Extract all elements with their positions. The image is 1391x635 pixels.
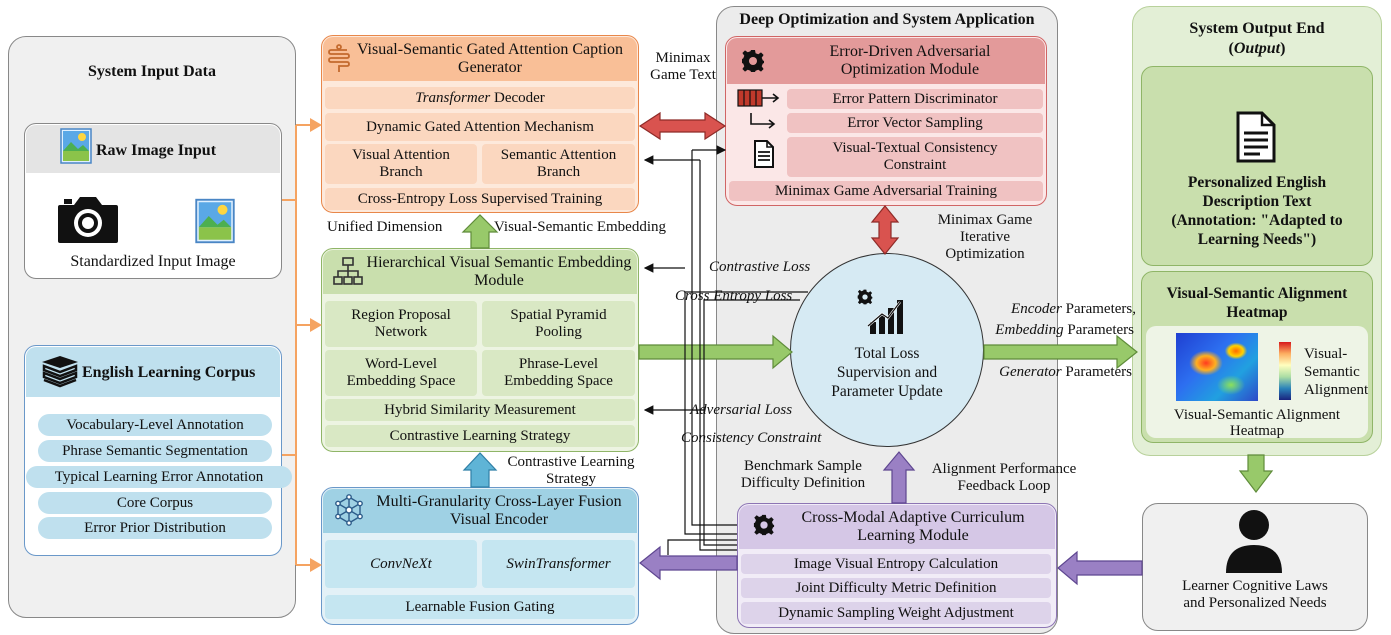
gear-icon [742,50,764,72]
cross-entropy-training: Cross-Entropy Loss Supervised Training [325,188,635,210]
dynamic-sampling-weight: Dynamic Sampling Weight Adjustment [741,602,1051,624]
arrow-output-to-learner [1238,454,1274,493]
hierarchy-icon [333,257,363,285]
visual-semantic-embedding-label: Visual-Semantic Embedding [494,219,666,235]
learner-label: Learner Cognitive Laws and Personalized … [1182,578,1328,611]
error-vector-sampling: Error Vector Sampling [787,113,1043,133]
cross-entropy-loss-label: Cross Entropy Loss [675,288,793,304]
total-loss-label: Total Loss Supervision and Parameter Upd… [831,345,943,400]
learnable-fusion-gating: Learnable Fusion Gating [325,595,635,619]
generator-params-label: Generator Parameters [974,364,1132,381]
arrow-embedding-to-caption [461,214,499,249]
contrastive-strategy-label: Contrastive Learning Strategy [507,454,635,487]
camera-icon [58,197,118,243]
contrastive-loss-label: Contrastive Loss [709,259,811,275]
embedding-params-label: Embedding Parameters [966,322,1134,339]
embedding-header [323,250,637,294]
gear-small-icon [857,289,873,305]
system-output-title: System Output End [1189,20,1325,37]
system-output-subtitle: (Output) [1228,40,1286,57]
corpus-item-4: Core Corpus [38,492,272,514]
dynamic-gated-attention: Dynamic Gated Attention Mechanism [325,113,635,141]
learner-person-icon [1226,510,1282,573]
visual-textual-consistency: Visual-Textual Consistency Constraint [787,137,1043,177]
embedding-title: Hierarchical Visual Semantic Embedding M… [366,254,632,289]
encoder-params-italic: Encoder [1011,301,1062,317]
books-icon [42,356,78,388]
adversarial-title: Error-Driven Adversarial Optimization Mo… [829,43,991,78]
generator-params-rest: Parameters [1061,364,1132,380]
encoder-title: Multi-Granularity Cross-Layer Fusion Vis… [376,493,622,528]
corpus-item-5: Error Prior Distribution [38,517,272,539]
standardized-image-caption: Standardized Input Image [70,253,236,270]
decoder-label: Decoder [490,89,545,106]
picture-icon [60,128,92,164]
generator-icon [328,44,350,72]
embedding-params-rest: Parameters [1063,322,1134,338]
caption-generator-title: Visual-Semantic Gated Attention Caption … [356,41,624,76]
consistency-constraint-label: Consistency Constraint [681,430,822,446]
total-loss-circle [790,253,984,447]
discriminator-icon [737,89,780,107]
bar-chart-icon [867,300,903,334]
personalized-description: Personalized English Description Text (A… [1171,174,1343,248]
text-document-icon [1236,111,1276,163]
document-icon [754,140,774,168]
arrow-caption-adversarial [638,111,727,141]
adversarial-header [727,38,1045,84]
phrase-level-embedding: Phrase-Level Embedding Space [482,350,635,396]
output-italic: Output [1233,40,1281,57]
arrow-learner-to-curriculum [1057,550,1143,586]
minimax-iterative-label: Minimax Game Iterative Optimization [937,212,1033,262]
benchmark-label: Benchmark Sample Difficulty Definition [740,458,866,491]
encoder-header [323,489,637,533]
encoder-params-rest: Parameters, [1061,301,1136,317]
contrastive-learning-strategy-row: Contrastive Learning Strategy [325,425,635,447]
heatmap-title: Visual-Semantic Alignment Heatmap [1166,285,1348,321]
corpus-item-3: Typical Learning Error Annotation [26,466,292,488]
corpus-item-2: Phrase Semantic Segmentation [38,440,272,462]
visual-entropy-calc: Image Visual Entropy Calculation [741,554,1051,574]
unified-dimension-label: Unified Dimension [327,219,443,235]
error-pattern-discriminator: Error Pattern Discriminator [787,89,1043,109]
raw-image-title: Raw Image Input [96,142,217,159]
heatmap-caption: Visual-Semantic Alignment Heatmap [1173,407,1341,439]
description-text-box [1141,66,1373,266]
system-input-title: System Input Data [87,63,216,80]
convnext-branch: ConvNeXt [325,540,477,588]
minimax-game-text-label: Minimax Game Text [650,50,716,83]
alignment-feedback-label: Alignment Performance Feedback Loop [931,461,1077,494]
transformer-decoder: Transformer Decoder [325,87,635,109]
network-icon [335,494,363,526]
adversarial-loss-label: Adversarial Loss [690,402,793,418]
corpus-item-1: Vocabulary-Level Annotation [38,414,272,436]
heatmap-image [1176,333,1258,401]
word-level-embedding: Word-Level Embedding Space [325,350,477,396]
spatial-pyramid-pooling: Spatial Pyramid Pooling [482,301,635,347]
encoder-params-label: Encoder Parameters, [976,301,1136,318]
embedding-params-italic: Embedding [995,322,1064,338]
curriculum-title: Cross-Modal Adaptive Curriculum Learning… [801,509,1025,544]
arrow-encoder-to-embedding [462,452,498,488]
minimax-adversarial-training: Minimax Game Adversarial Training [729,181,1043,201]
joint-difficulty-metric: Joint Difficulty Metric Definition [741,578,1051,598]
return-arrow-icon [750,113,776,129]
hybrid-similarity: Hybrid Similarity Measurement [325,399,635,421]
gear-icon-2 [753,514,775,536]
caption-generator-header [323,37,637,81]
corpus-title: English Learning Corpus [82,364,256,381]
region-proposal-network: Region Proposal Network [325,301,477,347]
transformer-label: Transformer [415,89,491,106]
standardized-image-icon [195,198,235,244]
deep-optimization-title: Deep Optimization and System Application [739,11,1035,28]
semantic-attention-branch: Semantic Attention Branch [482,144,635,184]
swin-transformer-branch: SwinTransformer [482,540,635,588]
heatmap-legend: Visual-Semantic Alignment [1304,346,1369,398]
heatmap-colorbar [1279,342,1291,400]
generator-params-italic: Generator [999,364,1062,380]
visual-attention-branch: Visual Attention Branch [325,144,477,184]
